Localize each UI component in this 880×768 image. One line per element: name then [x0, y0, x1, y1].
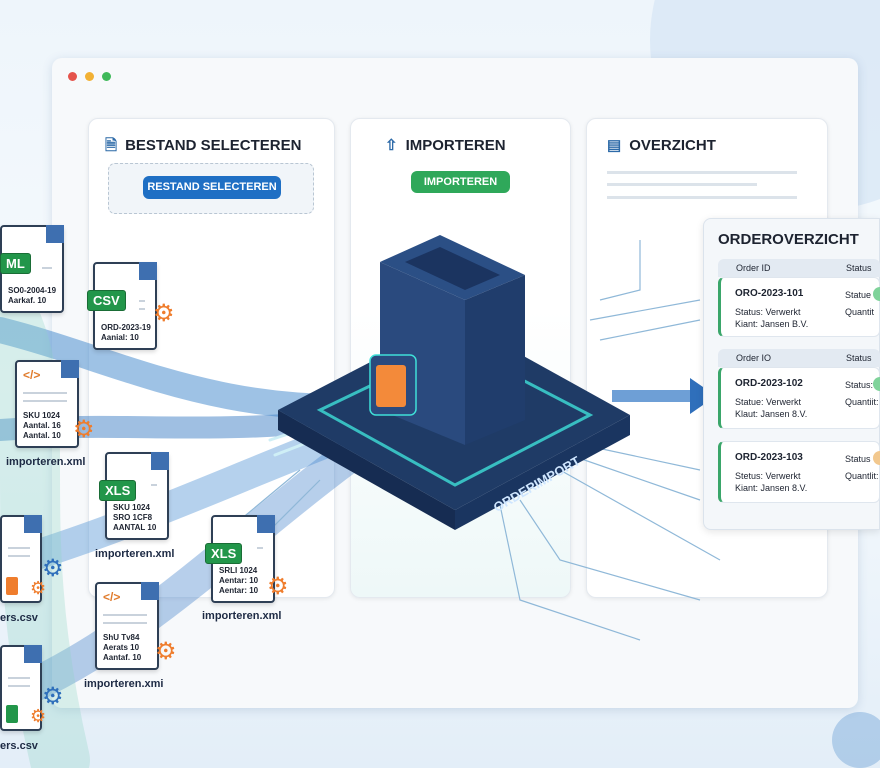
- file-line: SRLI 1024: [219, 566, 258, 575]
- file-line: SKU 1024: [23, 411, 60, 420]
- status-label: Statue: [845, 290, 872, 300]
- file-line: Aantal. 10: [23, 431, 61, 440]
- file-name: ers.csv: [0, 612, 38, 624]
- panel-title: OVERZICHT: [629, 137, 716, 154]
- quantity-label: Quantiit:: [845, 397, 879, 407]
- order-customer: Kiant: Jansen B.V.: [735, 319, 809, 329]
- order-id: ORD-2023-103: [735, 452, 803, 463]
- order-table-header: Order ID Status: [718, 259, 880, 277]
- status-badge: [873, 287, 880, 301]
- maximize-dot[interactable]: [102, 72, 111, 81]
- order-row[interactable]: ORD-2023-102 Statue: Verwerkt Klaut: Jan…: [718, 367, 880, 429]
- gear-icon: ⚙: [30, 706, 47, 726]
- gear-icon: ⚙: [155, 638, 177, 665]
- gear-icon: ⚙: [30, 578, 47, 598]
- order-row[interactable]: ORO-2023-101 Status: Verwerkt Kiant: Jan…: [718, 277, 880, 337]
- arrow-right-icon: [612, 378, 716, 414]
- file-type-tag: XLS: [99, 480, 137, 501]
- file-line: Aanial: 10: [101, 333, 139, 342]
- code-icon: </>: [103, 590, 121, 604]
- close-dot[interactable]: [68, 72, 77, 81]
- document-icon: 🗎: [105, 137, 118, 154]
- drop-zone[interactable]: RESTAND SELECTEREN: [108, 163, 314, 214]
- gear-icon: ⚙: [42, 683, 64, 710]
- placeholder-line: [607, 171, 797, 174]
- gear-icon: ⚙: [267, 573, 289, 600]
- file-name: ers.csv: [0, 740, 38, 752]
- file-line: Aerats 10: [103, 643, 140, 652]
- file-name: importeren.xml: [202, 610, 282, 622]
- panel-title: BESTAND SELECTEREN: [125, 137, 302, 154]
- gear-icon: ⚙: [153, 300, 175, 327]
- list-icon: ▤: [607, 137, 622, 154]
- order-id: ORO-2023-101: [735, 288, 804, 299]
- column-order-id: Order ID: [736, 263, 771, 273]
- file-name: importeren.xml: [95, 548, 175, 560]
- file-icon-csv[interactable]: ⚙ ⚙: [0, 515, 64, 603]
- file-line: AANTAL 10: [113, 523, 157, 532]
- minimize-dot[interactable]: [85, 72, 94, 81]
- placeholder-line: [607, 183, 757, 186]
- order-overview-title: ORDEROVERZICHT: [718, 231, 859, 248]
- order-customer: Klaut: Jansen 8.V.: [735, 409, 808, 419]
- file-line: Aentar: 10: [219, 586, 259, 595]
- file-name: importeren.xmi: [84, 678, 164, 690]
- order-overview-panel: ORDEROVERZICHT Order ID Status ORO-2023-…: [703, 218, 880, 530]
- order-table-header: Order IO Status: [718, 349, 880, 367]
- order-status: Statue: Verwerkt: [735, 397, 802, 407]
- status-label: Status:: [845, 380, 874, 390]
- column-status: Status: [846, 263, 872, 273]
- import-button[interactable]: IMPORTEREN: [411, 171, 510, 193]
- file-line: ORD-2023-19: [101, 323, 151, 332]
- file-line: Aantaf. 10: [103, 653, 142, 662]
- gear-icon: ⚙: [73, 416, 95, 443]
- file-line: SRO 1CF8: [113, 513, 153, 522]
- order-customer: Kiant: Jansen 8.V.: [735, 483, 808, 493]
- file-type-tag: [6, 577, 18, 595]
- gear-icon: ⚙: [42, 555, 64, 582]
- file-type-tag: XLS: [205, 543, 243, 564]
- file-type-tag: CSV: [87, 290, 126, 311]
- quantity-label: Quantit: [845, 307, 875, 317]
- file-type-tag: ML: [0, 253, 31, 274]
- code-icon: </>: [23, 368, 41, 382]
- server-device: ORDERIMPORT: [278, 235, 630, 530]
- column-status: Status: [846, 353, 872, 363]
- file-icon-csv[interactable]: ⚙ ⚙: [0, 645, 64, 731]
- order-status: Status: Verwerkt: [735, 307, 801, 317]
- status-label: Status: [845, 454, 871, 464]
- file-line: Aarkaf. 10: [8, 296, 47, 305]
- file-line: SO0-2004-19: [8, 286, 57, 295]
- column-order-id: Order IO: [736, 353, 772, 363]
- file-line: Aentar: 10: [219, 576, 259, 585]
- status-badge: [873, 451, 880, 465]
- file-type-tag: [6, 705, 18, 723]
- status-badge: [873, 377, 880, 391]
- quantity-label: Quantlit:: [845, 471, 879, 481]
- file-line: ShU Tv84: [103, 633, 140, 642]
- upload-icon: ⇧: [385, 137, 398, 154]
- placeholder-line: [607, 196, 797, 199]
- file-line: Aantal. 16: [23, 421, 61, 430]
- select-file-button[interactable]: RESTAND SELECTEREN: [143, 176, 281, 199]
- order-id: ORD-2023-102: [735, 378, 803, 389]
- order-row[interactable]: ORD-2023-103 Stetus: Verwerkt Kiant: Jan…: [718, 441, 880, 503]
- panel-title: IMPORTEREN: [405, 137, 506, 154]
- file-line: SKU 1024: [113, 503, 150, 512]
- order-status: Stetus: Verwerkt: [735, 471, 801, 481]
- file-name: importeren.xml: [6, 456, 86, 468]
